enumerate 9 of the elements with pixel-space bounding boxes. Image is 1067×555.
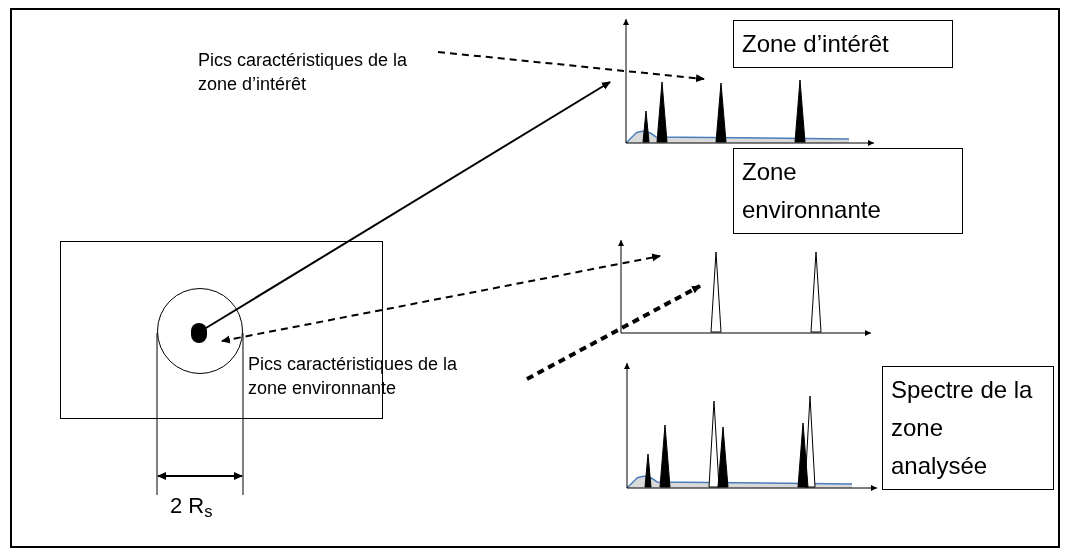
title-box: Zone d’intérêt [733,20,953,68]
arrow [526,284,701,381]
arrow [205,81,611,329]
callout-text: Pics caractéristiques de la zone d’intérêt [198,48,438,96]
dimension-label: 2 R$_{s}$ [170,492,213,520]
arrow [221,253,661,344]
arrow [437,51,705,83]
title-box: Zone environnante [733,148,963,234]
title-box: Spectre de la zone analysée [882,366,1054,490]
